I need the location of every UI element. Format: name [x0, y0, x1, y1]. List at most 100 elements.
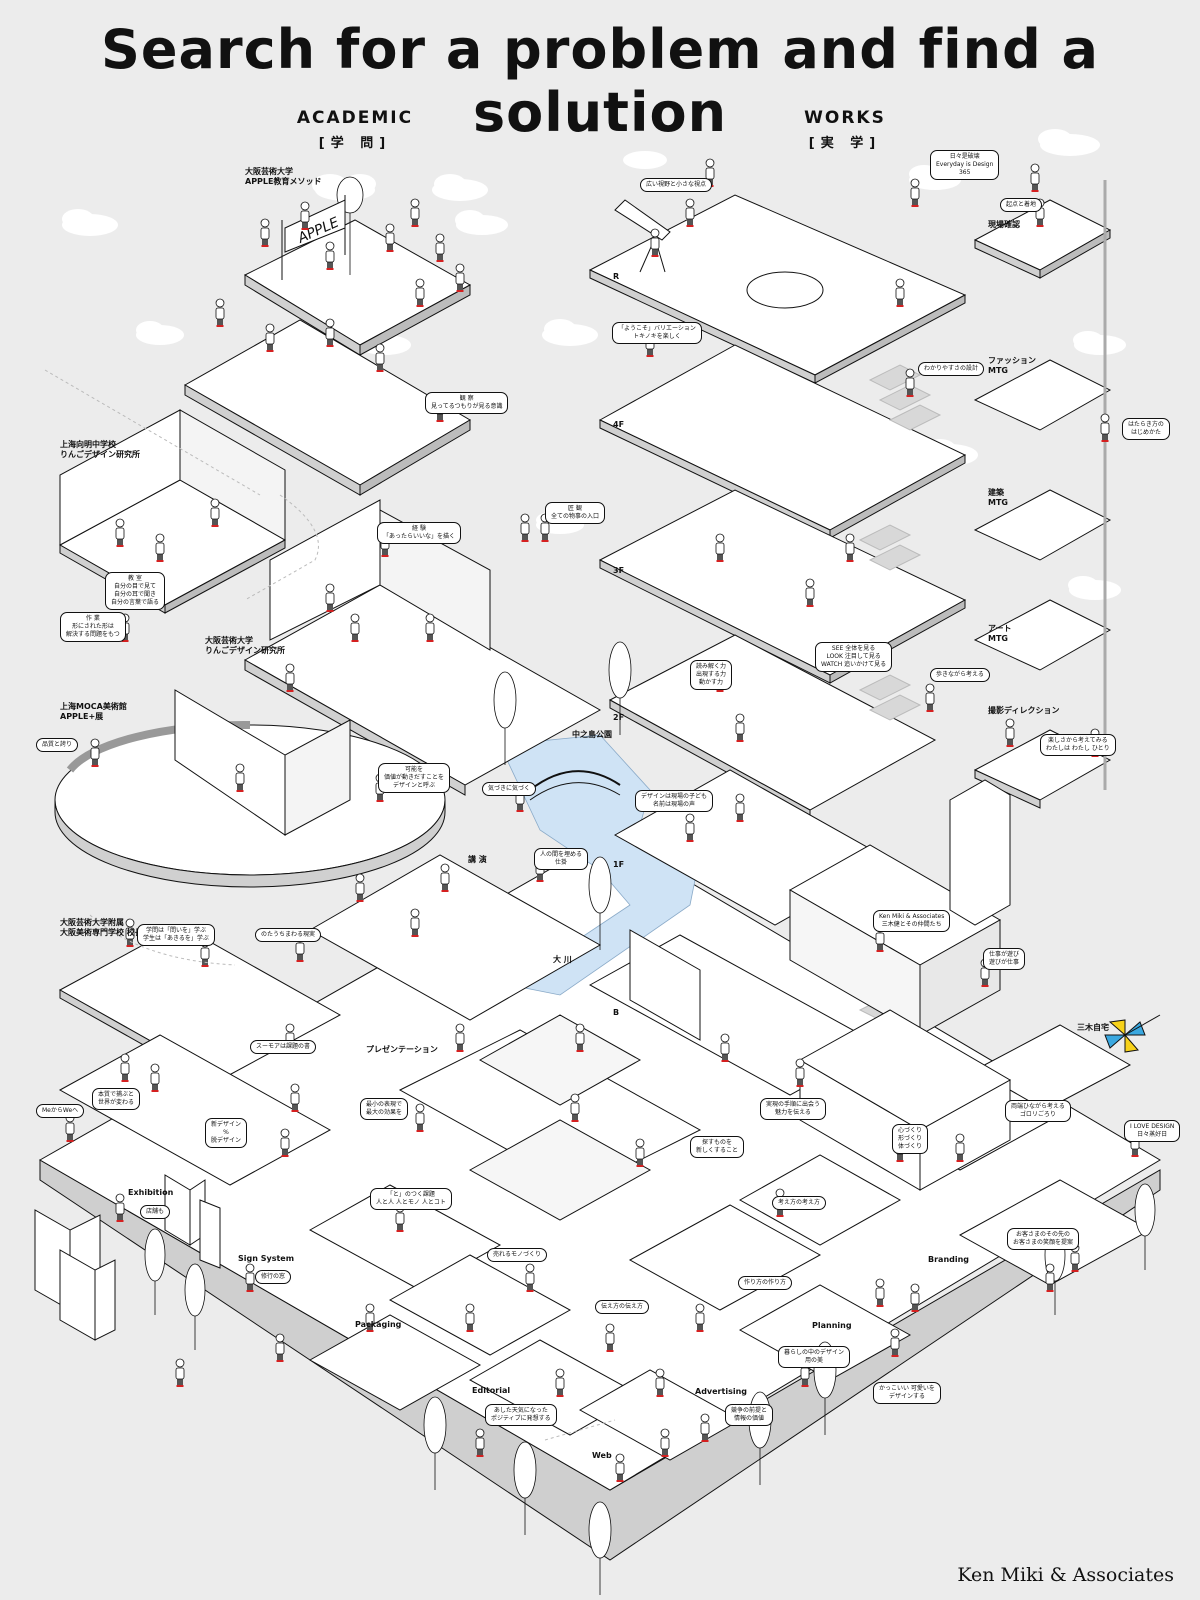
works-label: WORKS: [804, 108, 886, 128]
city-buildings: [34, 1174, 221, 1341]
label-floor-1f: 1F: [613, 860, 625, 869]
works-sub: [実 学]: [808, 136, 882, 151]
walking-paths: [44, 369, 616, 1441]
tree: [608, 641, 632, 735]
bubble-kansatsu: 観 察 見ってるつもりが見る意識: [425, 392, 509, 414]
person-figure: [235, 763, 245, 792]
person-figure: [325, 318, 335, 347]
person-figure: [910, 178, 920, 207]
bubble-ryouhou: 両端ひながら考える ゴロリごろり: [1005, 1100, 1071, 1122]
cloud: [542, 319, 598, 346]
person-figure: [435, 233, 445, 262]
pinwheel-icon: [1104, 1014, 1161, 1053]
label-packaging: Packaging: [355, 1320, 402, 1329]
person-figure: [1005, 718, 1015, 747]
tree: [1134, 1183, 1156, 1270]
person-figure: [115, 1193, 125, 1222]
bubble-tanoshii: 楽しさから考えてみる わたしは わたし ひとり: [1040, 734, 1116, 756]
person-figure: [455, 1023, 465, 1052]
person-figure: [635, 1138, 645, 1167]
storage-shelves: [629, 929, 1012, 1191]
bubble-hiroi: 広い視野と小さな視点: [640, 178, 713, 192]
person-figure: [410, 198, 420, 227]
bubble-kangaekata: 考え方の考え方: [772, 1196, 827, 1210]
person-figure: [455, 263, 465, 292]
cloud: [62, 209, 118, 236]
person-figure: [210, 498, 220, 527]
person-figure: [1030, 163, 1040, 192]
bubble-gakumon: 学問は「問いを」学ぶ 学生は「あきるを」学ぶ: [137, 924, 215, 946]
tree: [513, 1441, 537, 1535]
bubble-kurashi: 暮らしの中のデザイン 用の美: [778, 1346, 851, 1368]
bubble-yomu: 読み解く力 出現する力 動かす力: [690, 660, 733, 690]
person-figure: [795, 1058, 805, 1087]
tree: [588, 1501, 612, 1595]
person-figure: [475, 1428, 485, 1457]
person-figure: [150, 1063, 160, 1092]
bubble-to-tsuku: 「と」のつく課題 人と人 人とモノ 人とコト: [370, 1188, 452, 1210]
bubble-see: SEE 全体を見る LOOK 注目して見る WATCH 追いかけて見る: [815, 642, 893, 672]
cloud: [136, 321, 184, 345]
tree: [144, 1228, 166, 1315]
poster-title: Search for a problem and find a solution: [100, 18, 1100, 144]
person-figure: [465, 1303, 475, 1332]
academic-heading: ACADEMIC [学 問]: [255, 108, 455, 151]
academic-platforms: [54, 219, 602, 1089]
bubble-kakkoii: かっこいい 可愛いを デザインする: [873, 1382, 941, 1404]
bubble-wakari: わかりやすさの設計: [918, 362, 985, 376]
label-shanghai-school: 上海向明中学校 りんごデザイン研究所: [60, 440, 140, 459]
bubble-atta: 経 験 「あったらいいな」を描く: [377, 522, 462, 544]
person-figure: [615, 1453, 625, 1482]
bubble-honshitsu: 本質で捕ぶと 世界が変わる: [92, 1088, 141, 1110]
bubble-tsutaekata: 伝え方の伝え方: [595, 1300, 650, 1314]
person-figure: [90, 738, 100, 767]
bubble-hinshitsu: 品質と誇り: [36, 738, 79, 752]
person-figure: [290, 1083, 300, 1112]
label-floor-b: B: [613, 1008, 620, 1017]
label-floor-4f: 4F: [613, 420, 625, 429]
person-figure: [520, 513, 530, 542]
bubble-kenmiki: Ken Miki & Associates 三木健とその仲間たち: [873, 910, 951, 932]
person-figure: [685, 198, 695, 227]
cloud: [1073, 331, 1126, 355]
person-figure: [300, 201, 310, 230]
bubble-okyaku: お客さまのその先の お客さまの笑顔を提案: [1007, 1228, 1080, 1250]
label-presentation: プレゼンテーション: [366, 1045, 438, 1054]
cloud: [623, 151, 667, 169]
label-branding: Branding: [928, 1255, 970, 1264]
person-figure: [365, 1303, 375, 1332]
person-figure: [385, 223, 395, 252]
bubble-urareru: 売れるモノづくり: [487, 1248, 548, 1262]
label-art: アート MTG: [988, 624, 1012, 643]
bubble-tame: のたうちまわる現実: [255, 928, 322, 942]
label-ookawa: 大 川: [553, 955, 572, 964]
person-figure: [890, 1328, 900, 1357]
label-shanghai-moca: 上海MOCA美術館 APPLE+展: [60, 702, 127, 721]
academic-sub: [学 問]: [318, 136, 392, 151]
bubble-hibi: 日々是破壊 Everyday is Design 365: [930, 150, 1000, 180]
person-figure: [325, 583, 335, 612]
person-figure: [875, 1278, 885, 1307]
person-figure: [720, 1033, 730, 1062]
person-figure: [65, 1113, 75, 1142]
label-satsuei: 撮影ディレクション: [988, 706, 1060, 715]
tree: [588, 856, 612, 950]
label-osaka-apple-lab: 大阪芸術大学 りんごデザイン研究所: [205, 636, 285, 655]
person-figure: [215, 298, 225, 327]
bubble-kokoro: 心づくり 形づくり 体づくり: [892, 1124, 929, 1154]
label-exhibition: Exhibition: [128, 1188, 174, 1197]
person-figure: [575, 1023, 585, 1052]
person-figure: [280, 1128, 290, 1157]
bubble-kyosou: 競争の前提と 情報の価値: [725, 1404, 774, 1426]
cloud: [432, 174, 488, 201]
person-figure: [175, 1358, 185, 1387]
bubble-saisho: 最小の表現で 最大の効果を: [360, 1098, 409, 1120]
label-kenchiku: 建築 MTG: [988, 488, 1008, 507]
academic-label: ACADEMIC: [296, 108, 414, 128]
label-sign-system: Sign System: [238, 1254, 295, 1263]
bubble-kyoshitsu: 教 室 自分の目で見て 自分の耳で聞き 自分の言葉で語る: [105, 572, 166, 610]
cloud: [455, 210, 508, 235]
person-figure: [1045, 1263, 1055, 1292]
person-figure: [910, 1283, 920, 1312]
bubble-tsukurikata: 作り方の作り方: [738, 1276, 793, 1290]
